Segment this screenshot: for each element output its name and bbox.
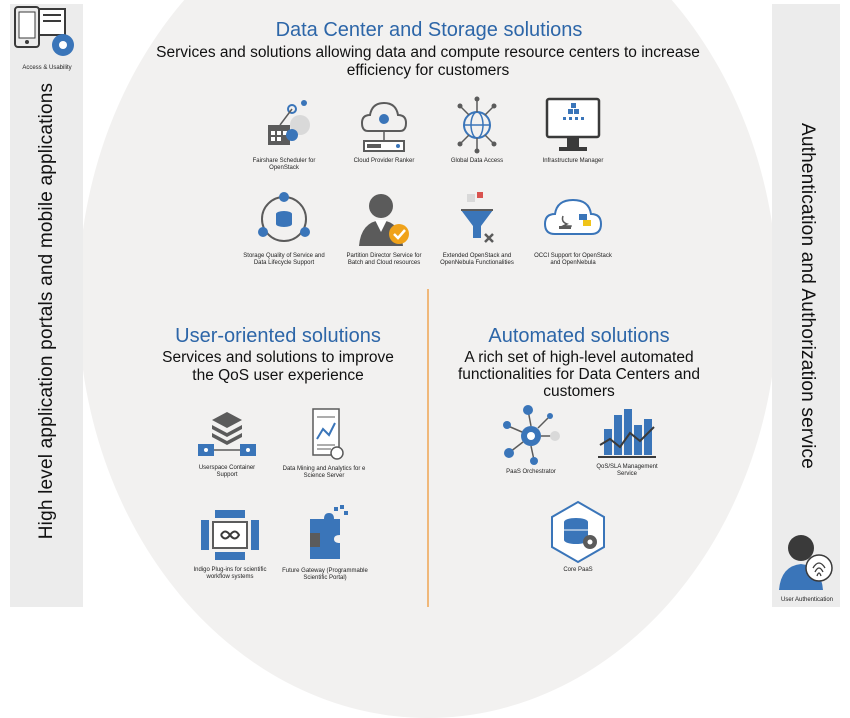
user-oriented-title: User-oriented solutions [175,325,381,347]
occi-support-caption-1: OCCI Support for OpenStack [534,253,612,259]
user-authentication-icon [775,528,837,597]
left-sidebar [10,4,83,607]
automated-subtitle-line1: A rich set of high-level automated [464,349,694,366]
automated-subtitle-line2: functionalities for Data Centers and [457,366,701,383]
global-data-access-caption: Global Data Access [450,158,504,164]
global-data-access-icon [457,96,497,154]
right-vertical-text: Authentication and Authorization service [797,123,818,469]
partition-director-item: Partition Director Service for Batch and… [336,188,432,267]
storage-qos-item: Storage Quality of Service and Data Life… [238,188,330,267]
global-data-access-item: Global Data Access [434,95,520,165]
future-gateway-caption-2: Scientific Portal) [303,575,347,581]
automated-title: Automated solutions [488,325,670,347]
data-center-title: Data Center and Storage solutions [275,19,583,41]
user-oriented-subtitle-line1: Services and solutions to improve [162,349,394,366]
userspace-container-caption-2: Support [216,472,238,478]
fairshare-scheduler-item: Fairshare Scheduler for OpenStack [241,95,327,172]
extended-openstack-item: Extended OpenStack and OpenNebula Functi… [432,188,522,267]
fairshare-scheduler-icon [268,100,310,145]
data-mining-caption-2: Science Server [303,473,345,479]
container-layers-icon [198,412,256,456]
data-center-subtitle-line1: Services and solutions allowing data and… [156,44,700,61]
cloud-java-python-icon [543,198,603,235]
indigo-plugins-caption-1: Indigo Plug-ins for scientific [193,567,267,573]
data-center-subtitle-line2: efficiency for customers [346,62,510,79]
core-paas-caption: Core PaaS [563,567,593,573]
section-divider [427,289,429,607]
qos-sla-item: QoS/SLA Management Service [585,405,669,478]
future-gateway-caption-1: Future Gateway (Programmable [282,568,368,574]
automated-subtitle-line3: customers [543,383,615,400]
bar-chart-icon [598,409,656,458]
qos-sla-caption-2: Service [616,471,637,477]
core-paas-item: Core PaaS [545,500,611,574]
document-chart-icon [312,408,344,460]
workflow-plugin-icon [201,510,259,560]
cloud-provider-ranker-caption: Cloud Provider Ranker [353,158,415,164]
monitor-icon [545,97,601,151]
occi-support-caption-2: and OpenNebula [550,260,596,266]
cloud-provider-ranker-item: Cloud Provider Ranker [339,95,429,165]
fairshare-scheduler-caption-2: OpenStack [269,165,299,171]
access-usability-label: Access & Usability [22,65,72,71]
storage-qos-caption-2: Data Lifecycle Support [253,260,315,266]
paas-orchestrator-caption: PaaS Orchestrator [506,469,556,475]
qos-sla-caption-1: QoS/SLA Management [596,464,658,470]
funnel-icon [461,192,494,243]
user-authentication-label: User Authentication [780,597,834,603]
fairshare-scheduler-caption-1: Fairshare Scheduler for [252,158,316,164]
orchestrator-network-icon [503,405,560,465]
access-usability-icon [13,5,79,68]
userspace-container-item: Userspace Container Support [182,410,272,479]
partition-director-caption-2: Batch and Cloud resources [347,260,421,266]
extended-openstack-caption-1: Extended OpenStack and [442,253,512,259]
future-gateway-item: Future Gateway (Programmable Scientific … [276,503,374,582]
left-vertical-text: High level application portals and mobil… [36,82,57,540]
data-mining-caption-1: Data Mining and Analytics for e [282,466,366,472]
data-mining-item: Data Mining and Analytics for e Science … [276,405,372,480]
extended-openstack-caption-2: OpenNebula Functionalities [440,260,514,266]
storage-qos-caption-1: Storage Quality of Service and [243,253,325,259]
partition-director-caption-1: Partition Director Service for [346,253,422,259]
indigo-plugins-caption-2: workflow systems [206,574,254,580]
userspace-container-caption-1: Userspace Container [198,465,256,471]
storage-qos-icon [258,192,310,242]
person-check-icon [359,194,409,246]
paas-orchestrator-item: PaaS Orchestrator [495,402,567,476]
indigo-plugins-item: Indigo Plug-ins for scientific workflow … [182,506,278,581]
infrastructure-manager-caption: Infrastructure Manager [542,158,604,164]
right-sidebar [772,4,840,607]
user-oriented-subtitle-line2: the QoS user experience [192,367,364,384]
database-hexagon-icon [551,500,605,564]
puzzle-icon [310,505,348,559]
infrastructure-manager-item: Infrastructure Manager [528,95,618,165]
occi-support-item: OCCI Support for OpenStack and OpenNebul… [528,188,618,267]
cloud-provider-ranker-icon [360,101,408,152]
